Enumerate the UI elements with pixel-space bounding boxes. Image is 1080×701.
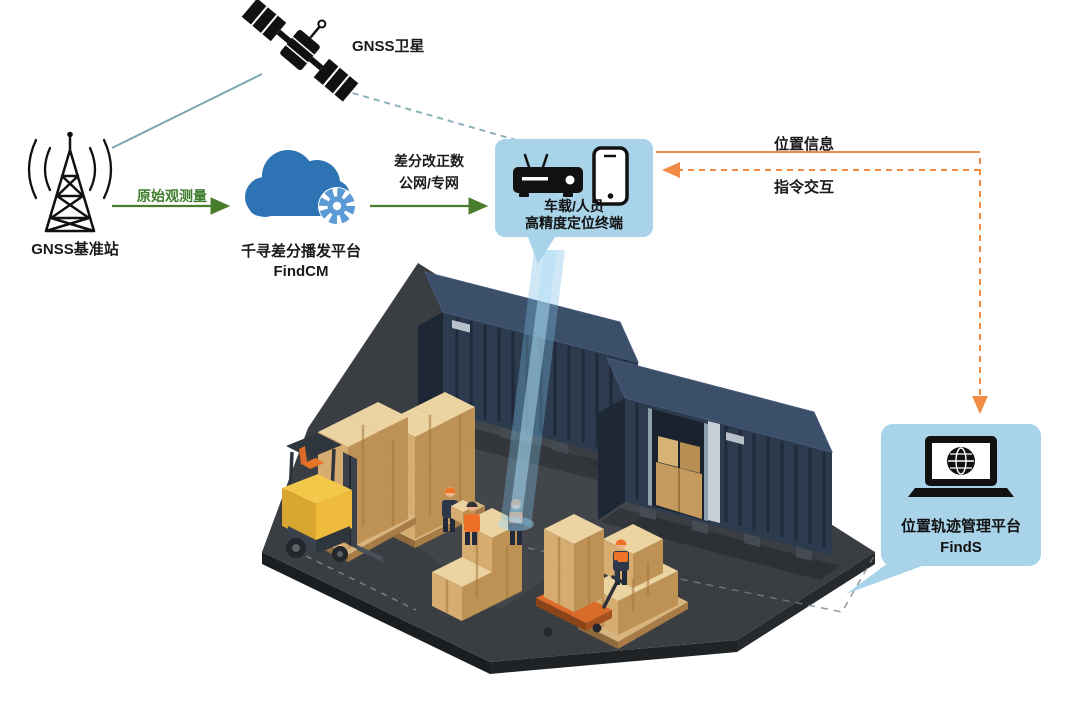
finds-icons bbox=[908, 436, 1014, 497]
terminal-panel: 车载/人员 高精度定位终端 bbox=[495, 139, 653, 237]
position-info-label: 位置信息 bbox=[773, 136, 834, 153]
correction-line2: 公网/专网 bbox=[399, 175, 459, 191]
platform-label: 位置轨迹管理平台 FindS bbox=[881, 516, 1041, 558]
worker-icon bbox=[613, 539, 629, 585]
terminal-line2: 高精度定位终端 bbox=[525, 215, 623, 231]
terminal-icons bbox=[513, 146, 629, 206]
satellite-icon bbox=[241, 0, 359, 102]
terminal-label: 车载/人员 高精度定位终端 bbox=[495, 198, 653, 232]
link-satellite-station bbox=[111, 73, 263, 149]
cloud-platform-label: 千寻差分播发平台 FindCM bbox=[222, 242, 380, 282]
terminal-panel-tail bbox=[527, 234, 557, 264]
positioning-beam bbox=[498, 250, 565, 531]
container-icon bbox=[598, 357, 840, 580]
container-icon bbox=[418, 271, 645, 487]
satellite-label: GNSS卫星 bbox=[352, 38, 425, 55]
terminal-line1: 车载/人员 bbox=[544, 198, 604, 214]
forklift-icon bbox=[282, 433, 383, 562]
smartphone-icon bbox=[592, 146, 629, 206]
receiver-box-icon bbox=[513, 153, 583, 197]
cloud-platform-product: FindCM bbox=[273, 263, 329, 280]
cloud-icon bbox=[245, 150, 356, 225]
correction-label: 差分改正数 公网/专网 bbox=[384, 150, 474, 194]
base-station-label: GNSS基准站 bbox=[31, 241, 119, 258]
base-station-icon bbox=[27, 131, 113, 233]
finds-panel: 位置轨迹管理平台 FindS bbox=[881, 424, 1041, 566]
link-satellite-terminal bbox=[341, 89, 517, 141]
gear-icon bbox=[318, 187, 356, 225]
cloud-platform-name: 千寻差分播发平台 bbox=[240, 243, 361, 260]
worker-icon bbox=[464, 501, 480, 545]
command-interaction-label: 指令交互 bbox=[773, 179, 834, 196]
laptop-globe-icon bbox=[908, 436, 1014, 497]
platform-product: FindS bbox=[940, 539, 982, 556]
platform-name: 位置轨迹管理平台 bbox=[900, 518, 1021, 535]
raw-observation-label: 原始观测量 bbox=[137, 188, 207, 204]
correction-line1: 差分改正数 bbox=[394, 153, 464, 169]
warehouse-scene bbox=[262, 250, 875, 674]
finds-panel-tail bbox=[846, 560, 922, 594]
pallet-jack bbox=[536, 514, 629, 637]
